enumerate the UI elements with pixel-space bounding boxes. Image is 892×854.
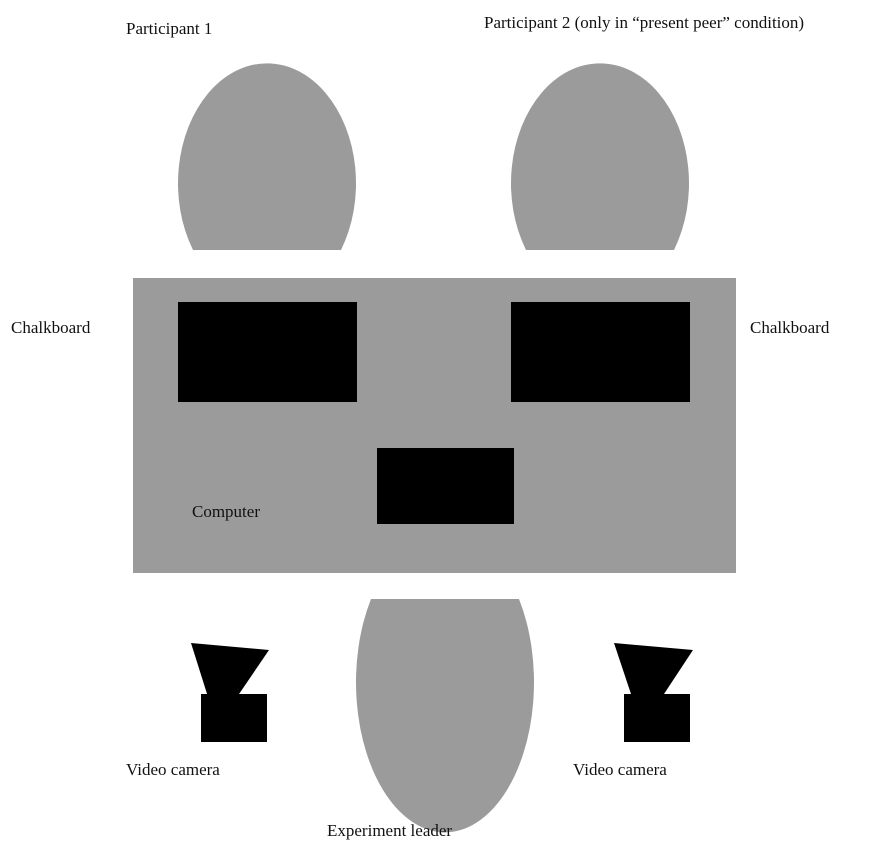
label-experiment-leader: Experiment leader <box>327 821 452 840</box>
chalkboard-right <box>511 302 690 402</box>
chalkboard-left <box>178 302 357 402</box>
label-chalkboard-right: Chalkboard <box>750 318 830 337</box>
label-computer: Computer <box>192 502 260 521</box>
video-camera-left-body <box>201 694 267 742</box>
participant-1-shape <box>178 63 356 251</box>
label-participant-2: Participant 2 (only in “present peer” co… <box>484 13 804 32</box>
video-camera-right-body <box>624 694 690 742</box>
computer <box>377 448 514 524</box>
video-camera-left-lens <box>191 643 269 697</box>
label-participant-1: Participant 1 <box>126 19 212 38</box>
experiment-leader-shape <box>355 599 534 833</box>
label-video-camera-right: Video camera <box>573 760 667 779</box>
label-video-camera-left: Video camera <box>126 760 220 779</box>
participant-2-shape <box>511 63 689 251</box>
video-camera-right-lens <box>614 643 693 697</box>
label-chalkboard-left: Chalkboard <box>11 318 91 337</box>
